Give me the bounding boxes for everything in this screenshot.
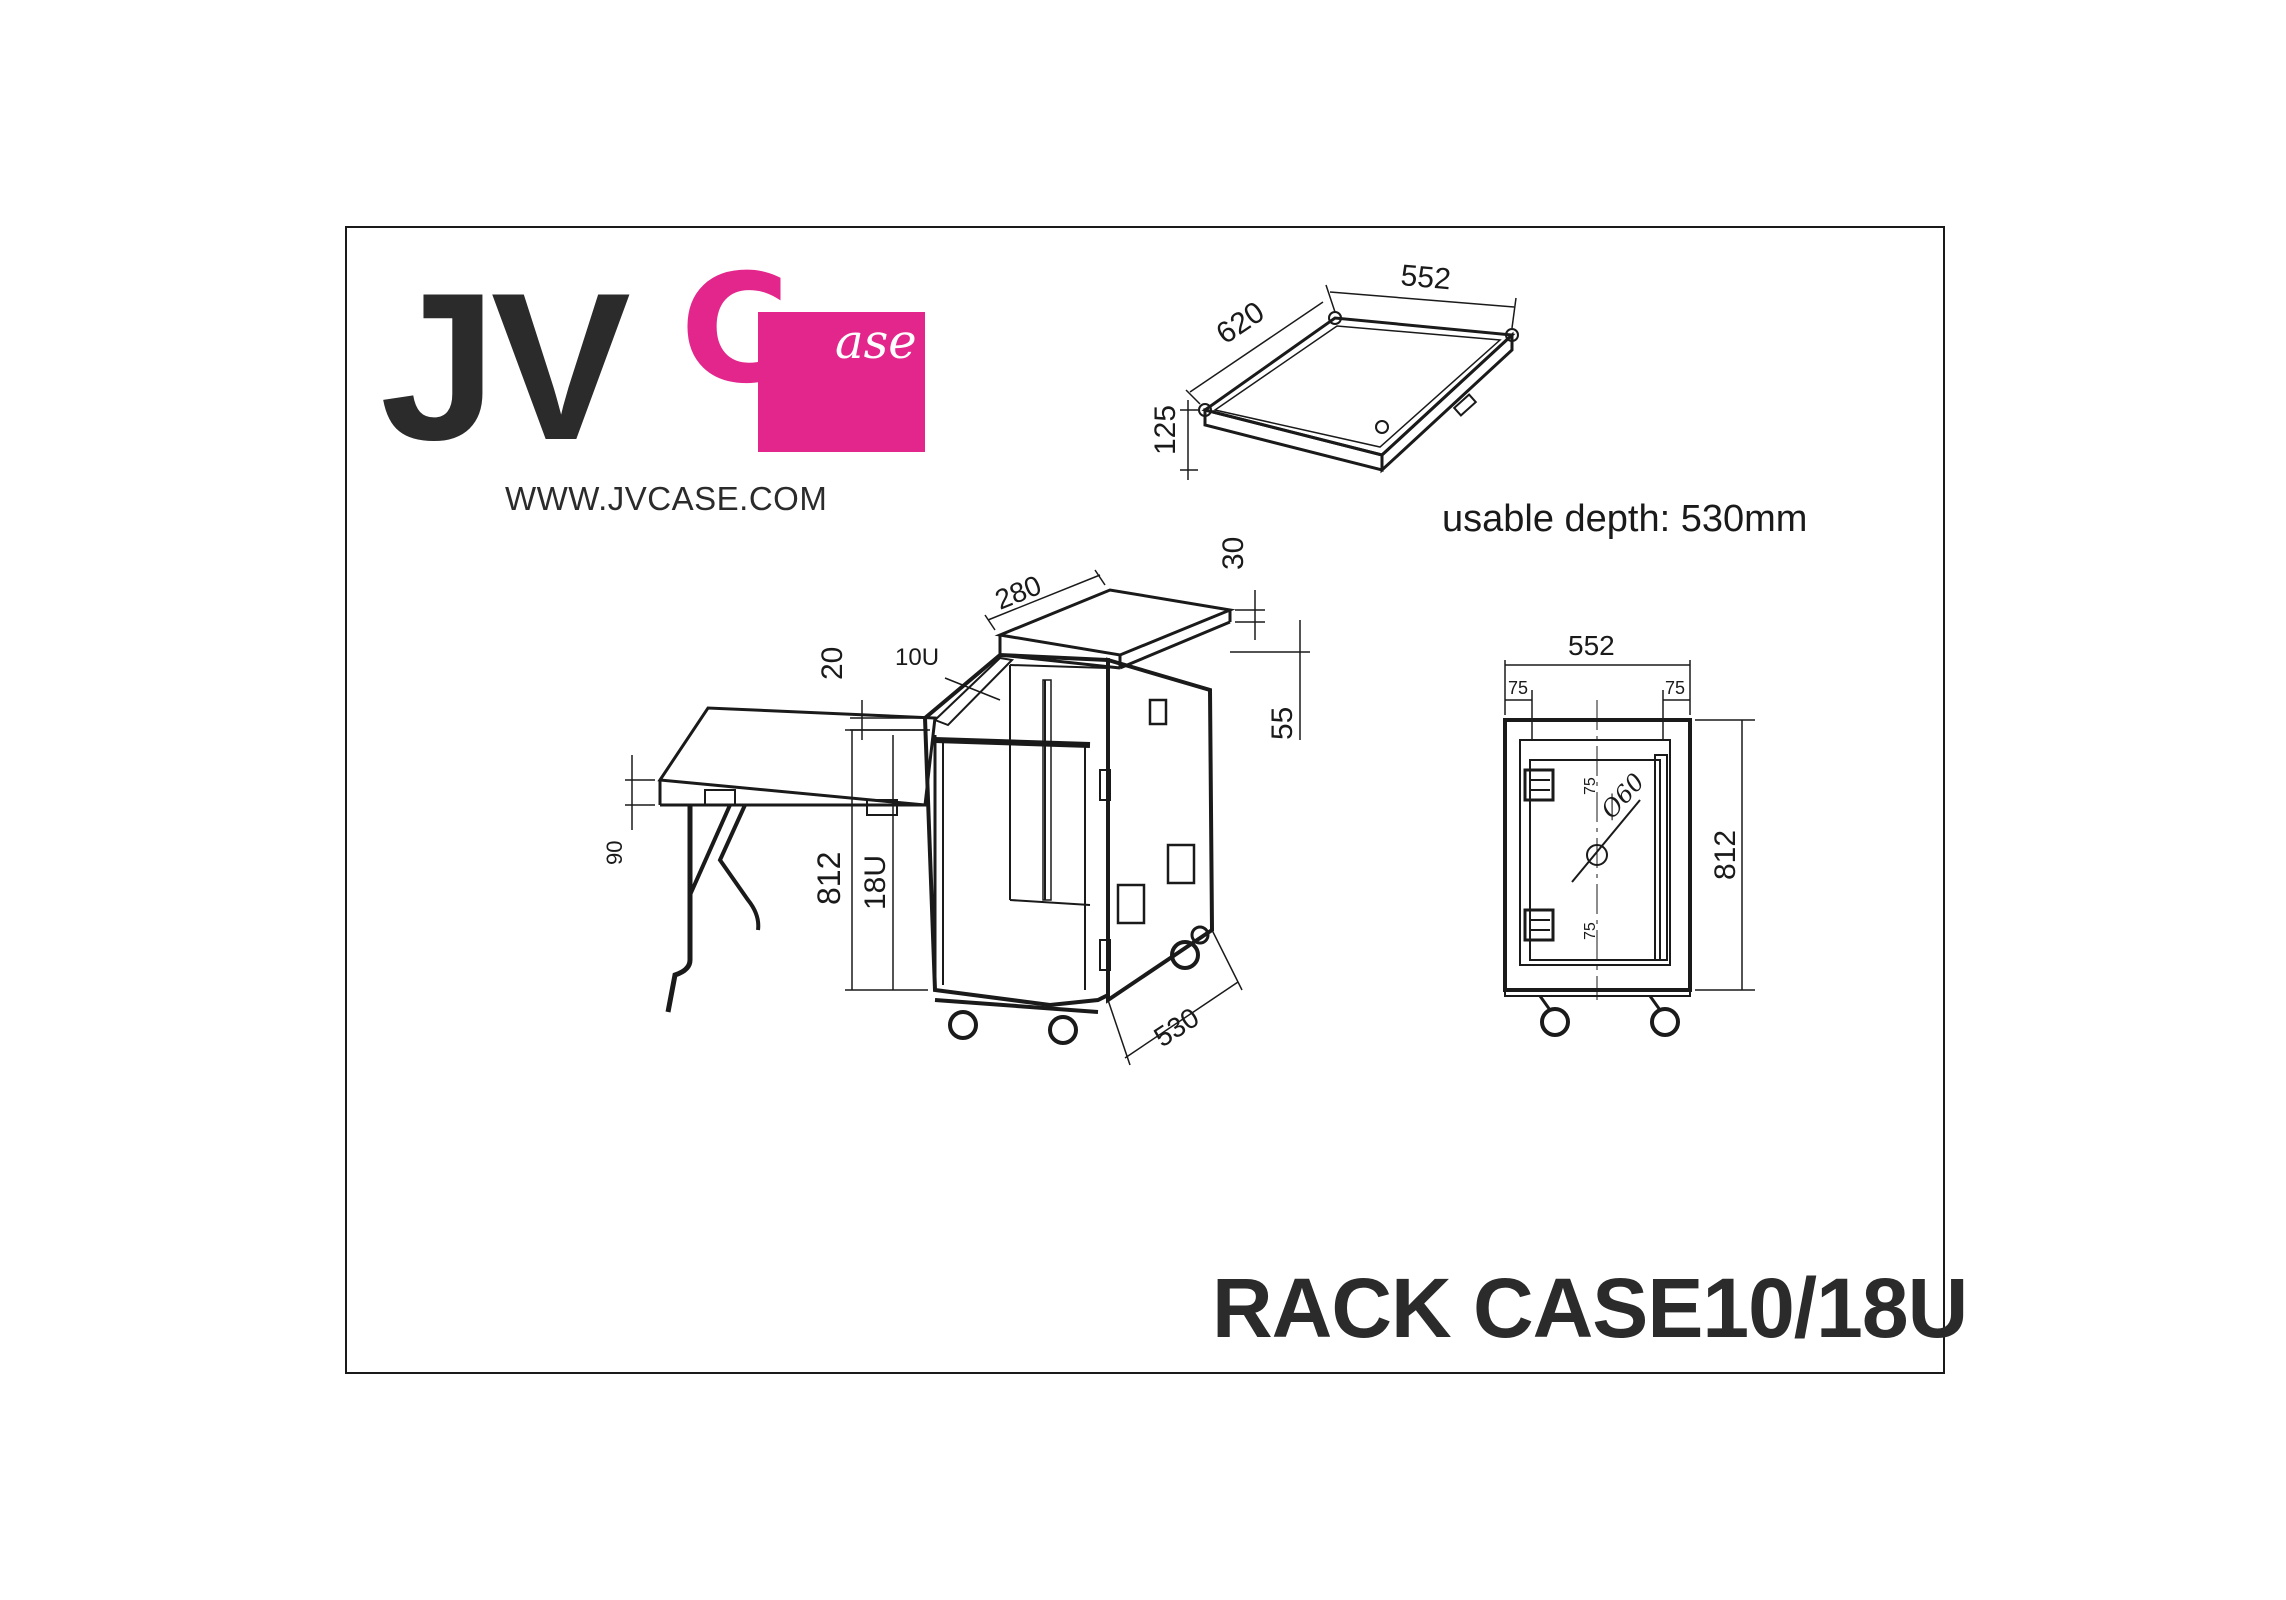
- front-right-margin-label: 75: [1665, 678, 1685, 698]
- logo-jv-letters: JV: [380, 249, 631, 484]
- logo-pink-box: [758, 312, 925, 452]
- hole-diameter-label: Ø60: [1595, 768, 1650, 825]
- top-thickness-label: 30: [1217, 537, 1250, 570]
- drawing-frame: [345, 226, 1945, 1374]
- front-width-label: 552: [1568, 630, 1615, 661]
- table-offset-label: 20: [816, 647, 849, 680]
- front-lower-offset-label: 75: [1582, 922, 1599, 940]
- lid-height-label: 125: [1149, 405, 1182, 455]
- lid-width-label: 552: [1399, 259, 1452, 296]
- lid-depth-label: 620: [1210, 295, 1270, 350]
- product-title: RACK CASE10/18U: [1212, 1261, 1968, 1355]
- top-offset-label: 55: [1266, 707, 1299, 740]
- front-upper-offset-label: 75: [1582, 777, 1599, 795]
- lid-drawing: [1180, 284, 1519, 480]
- table-thickness-label: 90: [602, 841, 627, 865]
- logo-c-letter: C: [680, 243, 791, 417]
- usable-depth-note: usable depth: 530mm: [1442, 498, 1808, 540]
- top-depth-label: 280: [991, 569, 1046, 615]
- depth-530-label: 530: [1148, 1002, 1204, 1053]
- front-left-margin-label: 75: [1508, 678, 1528, 698]
- side-drawing: [625, 569, 1310, 1066]
- front-drawing: [1503, 660, 1755, 1037]
- upper-rack-label: 10U: [895, 644, 939, 671]
- height-812-label: 812: [811, 852, 847, 905]
- logo-ase-text: ase: [835, 314, 917, 370]
- front-height-label: 812: [1709, 830, 1742, 880]
- lower-rack-label: 18U: [859, 855, 892, 910]
- website-url: WWW.JVCASE.COM: [505, 480, 828, 517]
